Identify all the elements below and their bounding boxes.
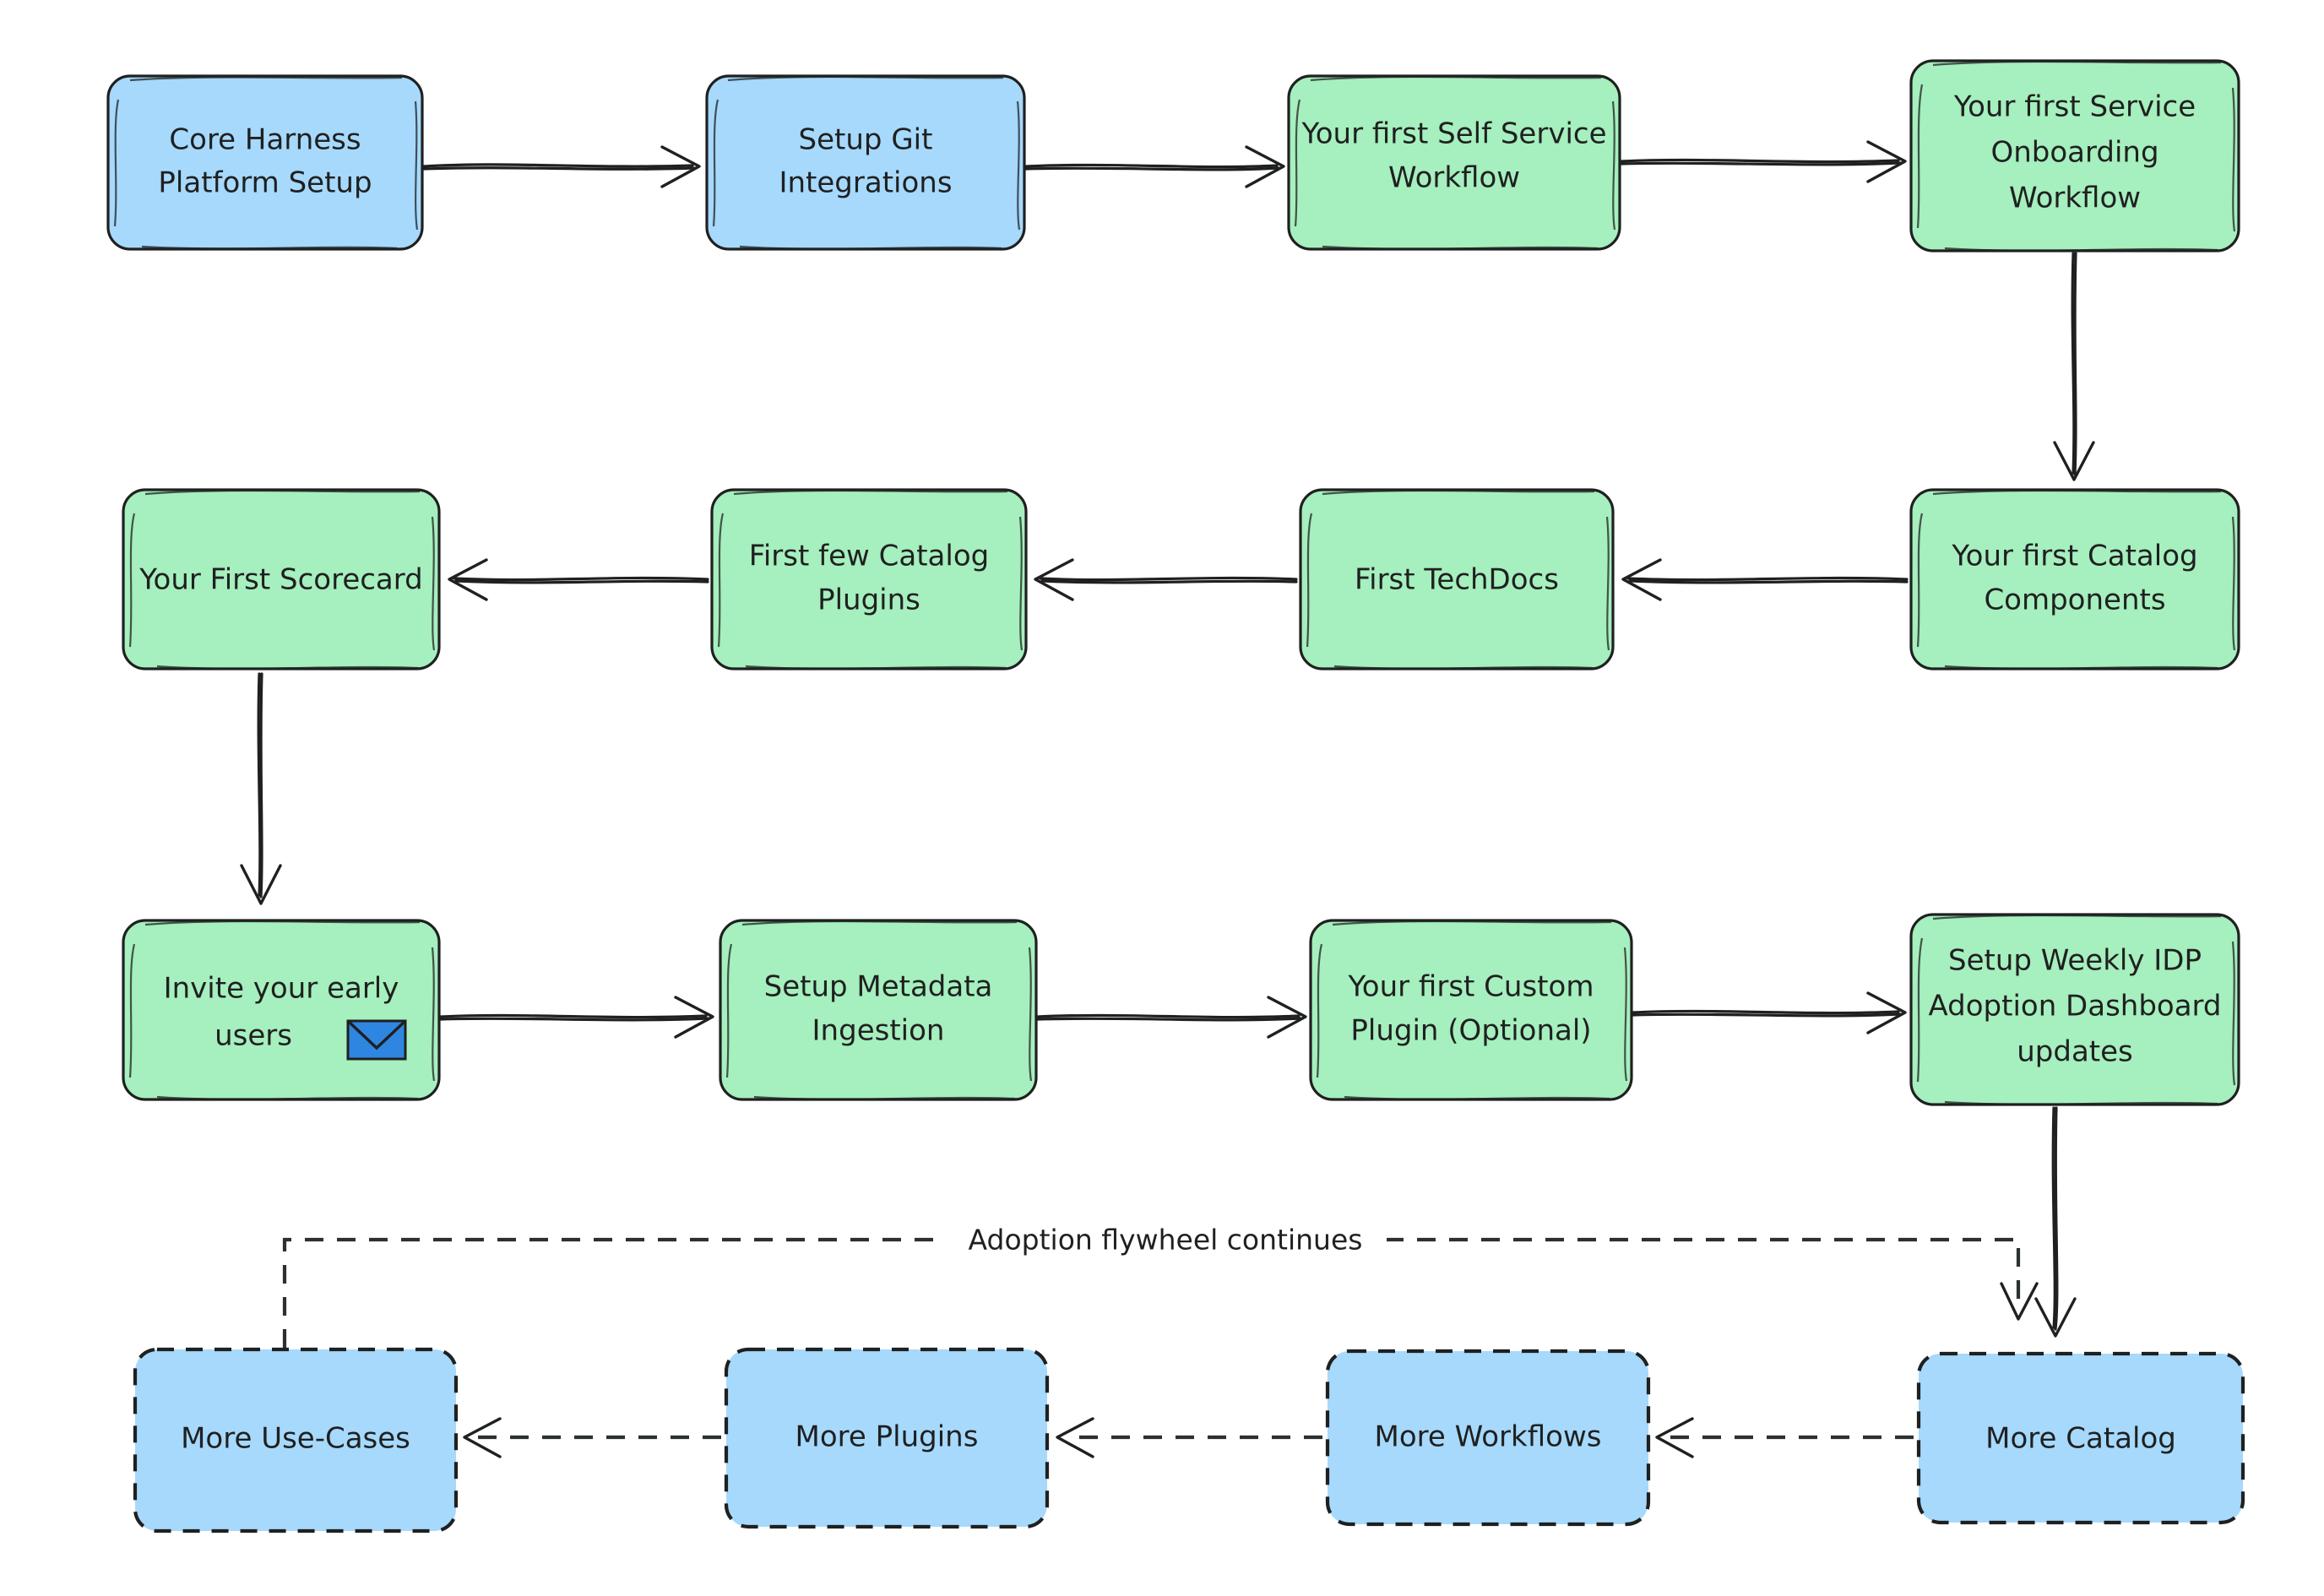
- node-label-line: Your first Catalog: [1951, 540, 2197, 573]
- node-label-line: Setup Weekly IDP: [1948, 944, 2202, 978]
- node-label-line: More Use-Cases: [181, 1422, 410, 1456]
- edge-git-to-selfservice: [1024, 145, 1285, 188]
- node-core-harness-platform-setup[interactable]: Core Harness Platform Setup: [106, 74, 424, 251]
- node-label-line: Adoption Dashboard: [1928, 990, 2221, 1023]
- node-label-line: Onboarding: [1990, 136, 2158, 170]
- node-label-line: Core Harness: [169, 123, 361, 157]
- node-label-line: Your first Service: [1953, 90, 2196, 124]
- node-label-line: Ingestion: [812, 1014, 945, 1048]
- node-setup-git-integrations[interactable]: Setup Git Integrations: [705, 74, 1026, 251]
- edge-customplugin-to-dashboard: [1632, 991, 1907, 1034]
- node-label-line: Plugin (Optional): [1350, 1014, 1591, 1048]
- node-your-first-catalog-components[interactable]: Your first Catalog Components: [1909, 488, 2240, 670]
- node-more-catalog[interactable]: More Catalog: [1916, 1351, 2245, 1525]
- edge-catalog-to-techdocs: [1621, 558, 1909, 601]
- node-label-line: users: [214, 1019, 292, 1053]
- edge-selfservice-to-onboarding: [1620, 140, 1907, 183]
- edge-core-to-git: [422, 145, 701, 188]
- edge-flywheel-loop: [282, 1237, 2039, 1348]
- node-label-line: First TechDocs: [1355, 563, 1559, 597]
- edge-dashboard-to-morecatalog: [2034, 1106, 2077, 1338]
- edge-metadata-to-customplugin: [1036, 996, 1307, 1039]
- node-label-line: Your first Custom: [1348, 970, 1594, 1004]
- edge-plugins-to-scorecard: [448, 558, 709, 601]
- edge-layer: Adoption flywheel continues: [240, 140, 2095, 1458]
- node-label-line: Workflow: [2009, 182, 2141, 215]
- node-label-line: Components: [1984, 584, 2165, 617]
- node-your-first-scorecard[interactable]: Your First Scorecard: [122, 488, 441, 670]
- node-label-line: Platform Setup: [158, 166, 372, 200]
- node-first-techdocs[interactable]: First TechDocs: [1299, 488, 1615, 670]
- node-label-line: Your First Scorecard: [138, 563, 422, 597]
- node-label-line: First few Catalog: [749, 540, 989, 573]
- edge-moreworkflows-to-moreplugins: [1056, 1417, 1322, 1458]
- node-label-line: updates: [2017, 1035, 2133, 1069]
- node-label-line: More Plugins: [795, 1420, 979, 1454]
- node-label-line: Plugins: [817, 584, 920, 617]
- edge-scorecard-to-invite: [240, 672, 282, 905]
- node-your-first-custom-plugin[interactable]: Your first Custom Plugin (Optional): [1309, 919, 1633, 1101]
- flywheel-label-text: Adoption flywheel continues: [969, 1224, 1363, 1257]
- edge-techdocs-to-plugins: [1034, 558, 1298, 601]
- edge-onboarding-to-catalog: [2053, 252, 2095, 481]
- node-first-few-catalog-plugins[interactable]: First few Catalog Plugins: [710, 488, 1028, 670]
- node-setup-metadata-ingestion[interactable]: Setup Metadata Ingestion: [719, 919, 1038, 1101]
- envelope-icon: [346, 1019, 407, 1061]
- node-layer: Core Harness Platform Setup Setup Git In…: [106, 59, 2245, 1534]
- node-your-first-service-onboarding-workflow[interactable]: Your first Service Onboarding Workflow: [1909, 59, 2240, 252]
- node-your-first-self-service-workflow[interactable]: Your first Self Service Workflow: [1287, 74, 1621, 251]
- node-label-line: Setup Git: [799, 123, 933, 157]
- node-label-line: More Catalog: [1985, 1422, 2176, 1456]
- node-setup-weekly-idp-adoption-dashboard-updates[interactable]: Setup Weekly IDP Adoption Dashboard upda…: [1909, 913, 2240, 1106]
- node-label-line: More Workflows: [1375, 1420, 1602, 1454]
- node-more-use-cases[interactable]: More Use-Cases: [133, 1347, 459, 1534]
- node-label-line: Integrations: [779, 166, 952, 200]
- node-label-line: Invite your early: [164, 972, 399, 1006]
- edge-morecatalog-to-moreworkflows: [1655, 1417, 1914, 1458]
- node-more-workflows[interactable]: More Workflows: [1325, 1349, 1651, 1527]
- node-label-line: Workflow: [1388, 161, 1520, 195]
- node-more-plugins[interactable]: More Plugins: [724, 1347, 1050, 1529]
- edge-label-flywheel: Adoption flywheel continues: [944, 1218, 1387, 1263]
- node-invite-your-early-users[interactable]: Invite your early users: [122, 919, 441, 1101]
- edge-invite-to-metadata: [439, 996, 714, 1039]
- node-label-line: Setup Metadata: [764, 970, 993, 1004]
- node-label-line: Your first Self Service: [1300, 117, 1606, 151]
- edge-moreplugins-to-moreusecases: [463, 1417, 721, 1458]
